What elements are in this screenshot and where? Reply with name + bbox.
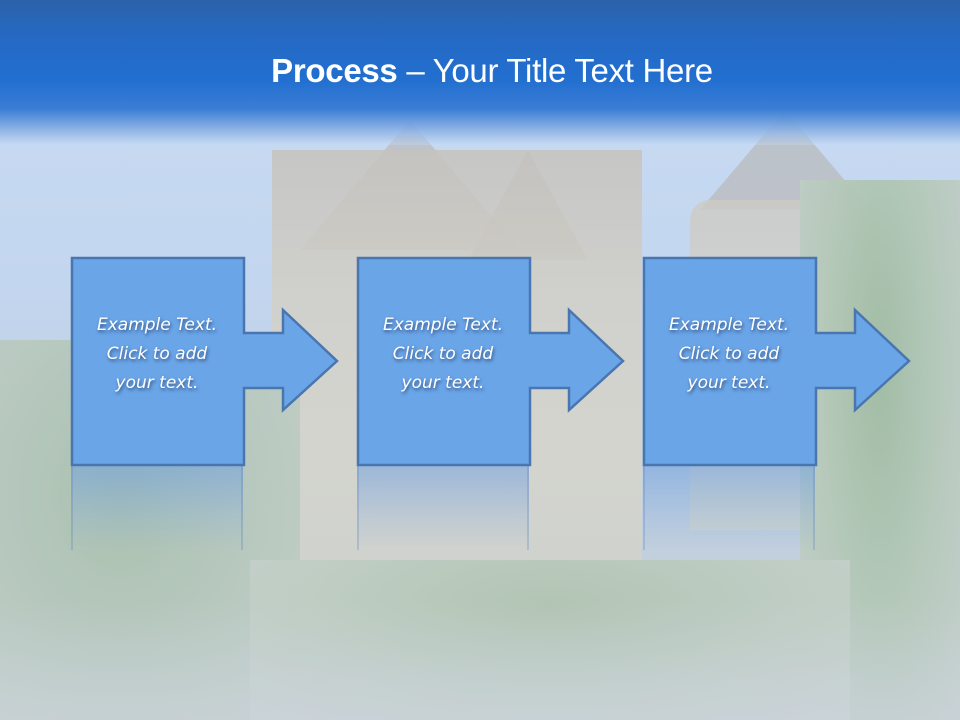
step-text[interactable]: Example Text. Click to add your text.	[668, 315, 790, 393]
process-step-3[interactable]: Example Text. Click to add your text.	[642, 256, 913, 550]
arrow-box-shape	[70, 256, 339, 467]
step-text[interactable]: Example Text. Click to add your text.	[96, 315, 218, 393]
title-bold-part: Process	[271, 52, 398, 89]
title-rest: – Your Title Text Here	[397, 52, 713, 89]
step-text[interactable]: Example Text. Click to add your text.	[382, 315, 504, 393]
step-reflection	[643, 465, 815, 550]
background-fade	[0, 600, 960, 720]
step-reflection	[71, 465, 243, 550]
step-reflection	[357, 465, 529, 550]
process-step-2[interactable]: Example Text. Click to add your text.	[356, 256, 627, 550]
arrow-box-shape	[642, 256, 911, 467]
process-step-1[interactable]: Example Text. Click to add your text.	[70, 256, 341, 550]
slide-title[interactable]: Process – Your Title Text Here	[0, 52, 960, 90]
title-banner: Process – Your Title Text Here	[0, 0, 960, 145]
arrow-box-shape	[356, 256, 625, 467]
